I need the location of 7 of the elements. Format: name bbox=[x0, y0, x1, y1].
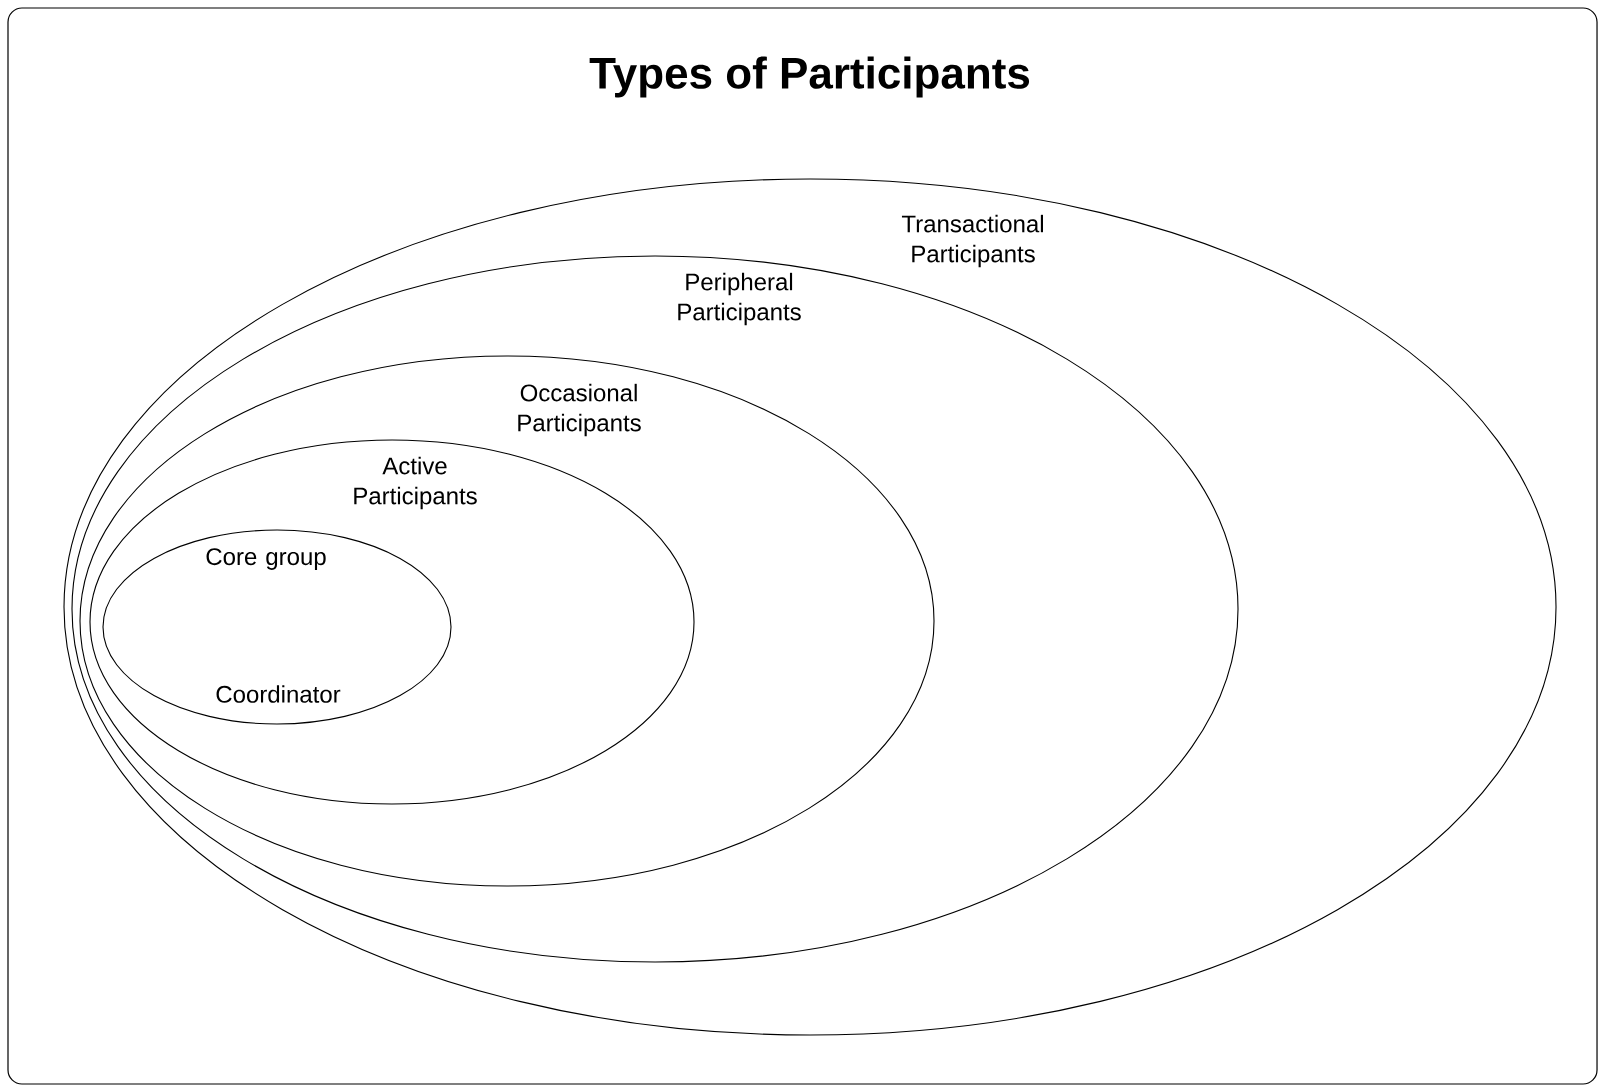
title: Types of Participants bbox=[589, 56, 1030, 98]
ellipse-label: Transactional Participants bbox=[901, 214, 1043, 268]
ellipse-label: Coordinator bbox=[216, 685, 341, 703]
ellipse-label: Core group bbox=[206, 548, 326, 570]
ellipse-label: Active Participants bbox=[354, 456, 477, 510]
ellipse-label: Occasional Participants bbox=[518, 383, 641, 437]
ellipse-label: Peripheral Participants bbox=[678, 272, 801, 326]
